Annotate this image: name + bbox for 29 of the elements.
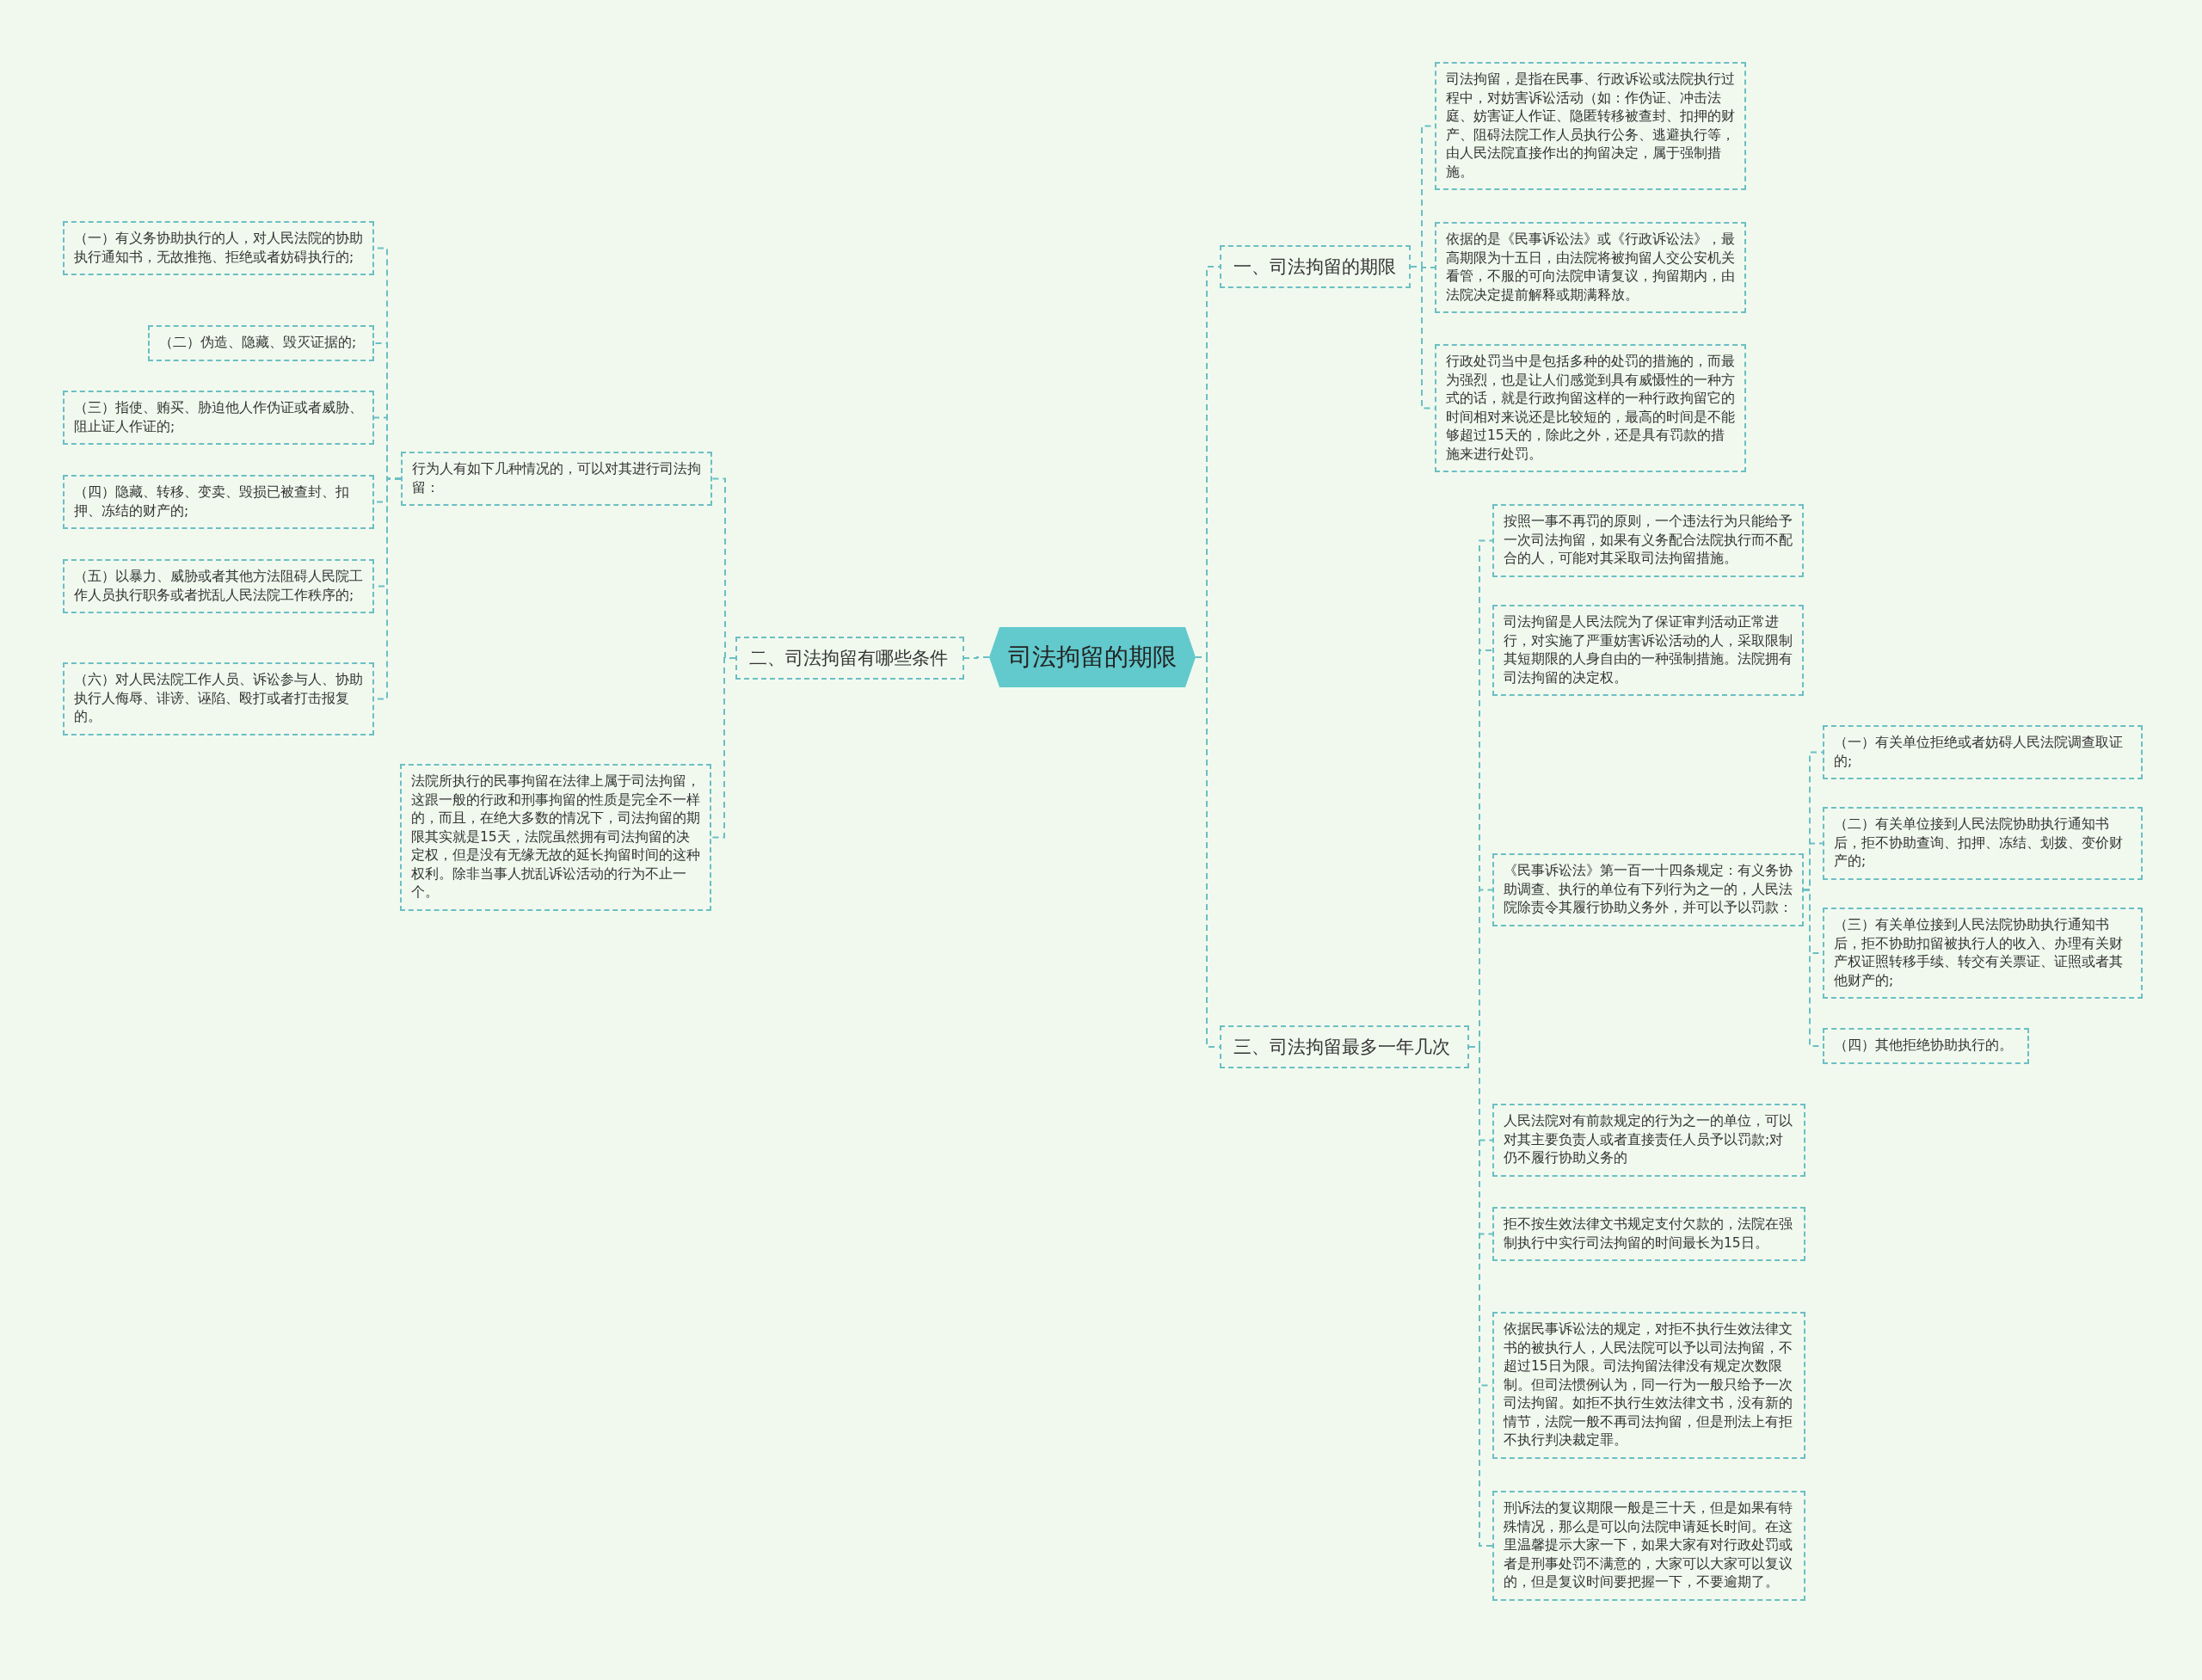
branch-topic: 三、司法拘留最多一年几次: [1220, 1025, 1469, 1068]
note-box: 人民法院对有前款规定的行为之一的单位，可以对其主要负责人或者直接责任人员予以罚款;对仍不履行协助义务的: [1492, 1104, 1805, 1177]
note-box: （六）对人民法院工作人员、诉讼参与人、协助执行人侮辱、诽谤、诬陷、殴打或者打击报复的。: [63, 662, 374, 735]
note-box: （五）以暴力、威胁或者其他方法阻碍人民院工作人员执行职务或者扰乱人民法院工作秩序的;: [63, 559, 374, 613]
note-box: 行政处罚当中是包括多种的处罚的措施的，而最为强烈，也是让人们感觉到具有威慑性的一种方式的话，就是行政拘留这样的一种行政拘留它的时间相对来说还是比较短的，最高的时间是不能够超过15天的，除此之外，还是具有罚款的措施来进行处罚。: [1435, 344, 1746, 472]
note-box: （一）有义务协助执行的人，对人民法院的协助执行通知书，无故推拖、拒绝或者妨碍执行的;: [63, 221, 374, 275]
note-box: 依据的是《民事诉讼法》或《行政诉讼法》，最高期限为十五日，由法院将被拘留人交公安机关看管，不服的可向法院申请复议，拘留期内，由法院决定提前解释或期满释放。: [1435, 222, 1746, 313]
branch-topic: 一、司法拘留的期限: [1220, 245, 1411, 288]
note-box: 司法拘留是人民法院为了保证审判活动正常进行，对实施了严重妨害诉讼活动的人，采取限制其短期限的人身自由的一种强制措施。法院拥有司法拘留的决定权。: [1492, 605, 1804, 696]
note-box: （二）伪造、隐藏、毁灭证据的;: [148, 325, 374, 361]
note-box: （一）有关单位拒绝或者妨碍人民法院调查取证的;: [1823, 725, 2143, 779]
note-box: 依据民事诉讼法的规定，对拒不执行生效法律文书的被执行人，人民法院可以予以司法拘留，不超过15日为限。司法拘留法律没有规定次数限制。但司法惯例认为，同一行为一般只给予一次司法拘留。如拒不执行生效法律文书，没有新的情节，法院一般不再司法拘留，但是刑法上有拒不执行判决裁定罪。: [1492, 1312, 1805, 1459]
note-box: （二）有关单位接到人民法院协助执行通知书后，拒不协助查询、扣押、冻结、划拨、变价财产的;: [1823, 807, 2143, 880]
connector-line: [710, 657, 736, 839]
note-box: 拒不按生效法律文书规定支付欠款的，法院在强制执行中实行司法拘留的时间最长为15日。: [1492, 1207, 1805, 1261]
note-box: 刑诉法的复议期限一般是三十天，但是如果有特殊情况，那么是可以向法院申请延长时间。在这里温馨提示大家一下，如果大家有对行政处罚或者是刑事处罚不满意的，大家可以大家可以复议的，但是复议时间要把握一下，不要逾期了。: [1492, 1491, 1805, 1601]
note-box: （三）指使、贿买、胁迫他人作伪证或者威胁、阻止证人作证的;: [63, 391, 374, 445]
note-box: 按照一事不再罚的原则，一个违法行为只能给予一次司法拘留，如果有义务配合法院执行而不配合的人，可能对其采取司法拘留措施。: [1492, 504, 1804, 577]
note-box: 司法拘留，是指在民事、行政诉讼或法院执行过程中，对妨害诉讼活动（如：作伪证、冲击法庭、妨害证人作证、隐匿转移被查封、扣押的财产、阻碍法院工作人员执行公务、逃避执行等，由人民法院直接作出的拘留决定，属于强制措施。: [1435, 62, 1746, 190]
branch-topic: 二、司法拘留有哪些条件: [735, 637, 964, 680]
note-box: （四）其他拒绝协助执行的。: [1823, 1028, 2029, 1064]
connector-line: [963, 656, 990, 659]
note-box: 法院所执行的民事拘留在法律上属于司法拘留，这跟一般的行政和刑事拘留的性质是完全不一样的，而且，在绝大多数的情况下，司法拘留的期限其实就是15天，法院虽然拥有司法拘留的决定权，但是没有无缘无故的延长拘留时间的这种权利。除非当事人扰乱诉讼活动的行为不止一个。: [400, 764, 711, 911]
connector-line: [1468, 1046, 1493, 1547]
note-box: （四）隐藏、转移、变卖、毁损已被查封、扣押、冻结的财产的;: [63, 475, 374, 529]
central-topic: 司法拘留的期限: [989, 627, 1196, 687]
note-box: 《民事诉讼法》第一百一十四条规定：有义务协助调查、执行的单位有下列行为之一的，人民法院除责令其履行协助义务外，并可以予以罚款：: [1492, 853, 1804, 926]
note-box: 行为人有如下几种情况的，可以对其进行司法拘留：: [401, 452, 712, 506]
note-box: （三）有关单位接到人民法院协助执行通知书后，拒不协助扣留被执行人的收入、办理有关财产权证照转移手续、转交有关票证、证照或者其他财产的;: [1823, 908, 2143, 999]
